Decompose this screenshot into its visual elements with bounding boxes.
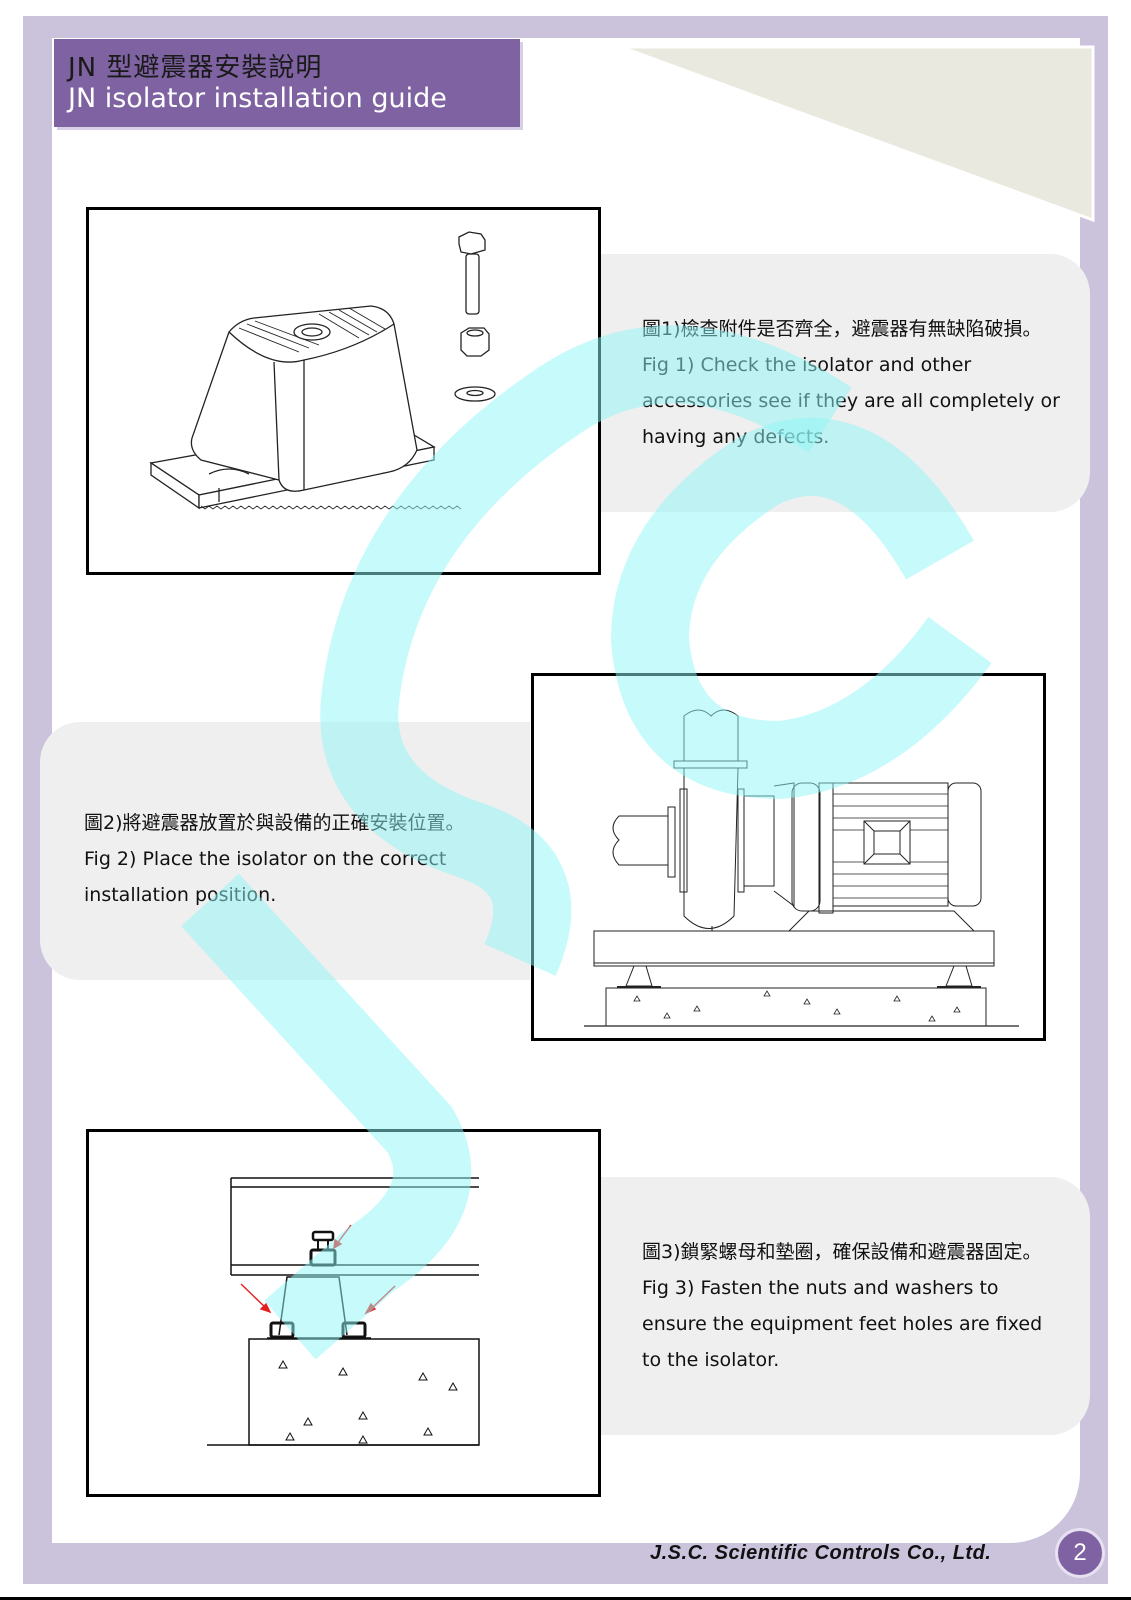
step-3-note: 圖3)鎖緊螺母和墊圈，確保設備和避震器固定。 Fig 3) Fasten the… [590,1177,1090,1435]
washer-icon [454,386,496,402]
step-1-note: 圖1)檢查附件是否齊全，避震器有無缺陷破損。 Fig 1) Check the … [590,254,1090,512]
bottom-rule [0,1597,1131,1600]
top-nut-icon [309,1230,337,1267]
page-title: JN 型避震器安裝說明 JN isolator installation gui… [54,39,520,127]
title-english: JN isolator installation guide [68,83,447,114]
step-2-line-cn: 圖2)將避震器放置於與設備的正確安裝位置。 [84,812,465,834]
step-3-line-cn: 圖3)鎖緊螺母和墊圈，確保設備和避震器固定。 [642,1241,1042,1263]
concrete-foundation-icon [584,987,1019,1027]
step-1-line-en-3: having any defects. [642,426,830,448]
bolt-icon [458,231,486,315]
step-1-line-en-1: Fig 1) Check the isolator and other [642,354,972,376]
title-chinese: JN 型避震器安裝說明 [68,53,323,83]
footer-company-name: J.S.C. Scientific Controls Co., Ltd. [650,1542,992,1564]
step-3-line-en-1: Fig 3) Fasten the nuts and washers to [642,1277,999,1299]
figure-1-isolator-parts [86,207,601,575]
step-2-note: 圖2)將避震器放置於與設備的正確安裝位置。 Fig 2) Place the i… [40,722,530,980]
motor-icon [743,782,982,932]
isolator-icon [149,305,462,510]
equipment-beam-icon [230,1177,479,1276]
figure-2-pump-installation [531,673,1046,1041]
step-3-line-en-3: to the isolator. [642,1349,780,1371]
step-1-text: 圖1)檢查附件是否齊全，避震器有無缺陷破損。 Fig 1) Check the … [642,311,1060,455]
nut-icon [460,327,490,357]
pump-icon [612,709,748,934]
step-3-text: 圖3)鎖緊螺母和墊圈，確保設備和避震器固定。 Fig 3) Fasten the… [642,1234,1042,1378]
step-2-text: 圖2)將避震器放置於與設備的正確安裝位置。 Fig 2) Place the i… [84,805,465,913]
page-number-badge: 2 [1055,1528,1105,1578]
figure-3-fasten-detail [86,1129,601,1497]
step-1-line-cn: 圖1)檢查附件是否齊全，避震器有無缺陷破損。 [642,318,1042,340]
step-1-line-en-2: accessories see if they are all complete… [642,390,1060,412]
base-frame-icon [593,930,995,967]
step-3-line-en-2: ensure the equipment feet holes are fixe… [642,1313,1043,1335]
step-2-line-en-2: installation position. [84,884,277,906]
isolator-foot-icon [617,965,981,988]
concrete-base-icon [207,1338,480,1446]
isolator-section-icon [267,1276,371,1339]
step-2-line-en-1: Fig 2) Place the isolator on the correct [84,848,447,870]
